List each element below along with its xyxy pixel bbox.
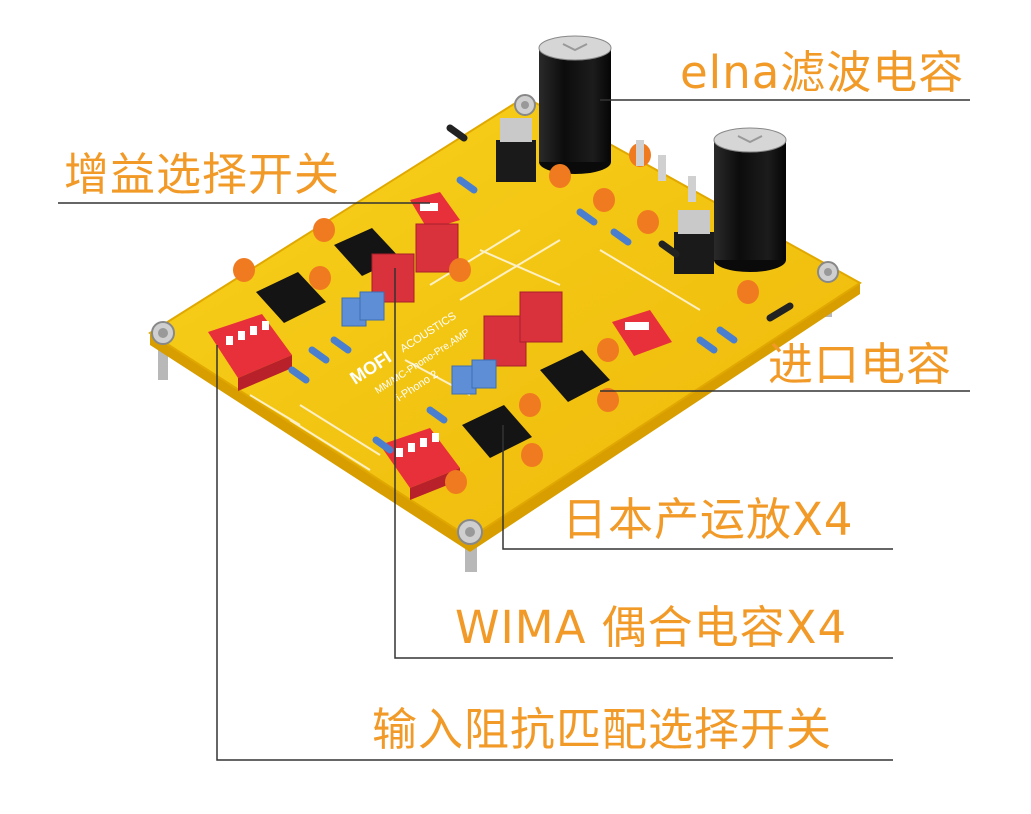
resistors	[288, 176, 738, 454]
electrolytic-capacitor	[713, 127, 787, 272]
opamp-chip	[540, 350, 610, 402]
label-input-cap: 进口电容	[768, 338, 953, 391]
leader-wima	[394, 268, 893, 659]
mounting-screws	[151, 94, 839, 545]
ceramic-capacitors	[233, 143, 759, 494]
dip-switch	[410, 192, 460, 230]
diodes	[446, 124, 794, 322]
electrolytic-capacitor	[538, 35, 612, 174]
opamp-chip	[462, 405, 532, 458]
label-elna-filter-cap: elna滤波电容	[680, 46, 965, 99]
label-opamp: 日本产运放X4	[562, 493, 854, 546]
dip-switch	[208, 314, 292, 391]
blue-capacitor	[341, 291, 497, 395]
label-impedance-switch: 输入阻抗匹配选择开关	[372, 703, 833, 756]
leader-lines	[58, 99, 970, 761]
label-wima-cap: WIMA 偶合电容X4	[455, 601, 848, 654]
voltage-regulators	[496, 118, 714, 274]
leader-opamp	[502, 425, 893, 550]
leader-impedance	[216, 345, 893, 761]
label-gain-switch: 增益选择开关	[64, 148, 341, 201]
dip-switch	[612, 310, 672, 356]
header-pins	[636, 140, 696, 202]
opamp-chip	[256, 272, 326, 323]
